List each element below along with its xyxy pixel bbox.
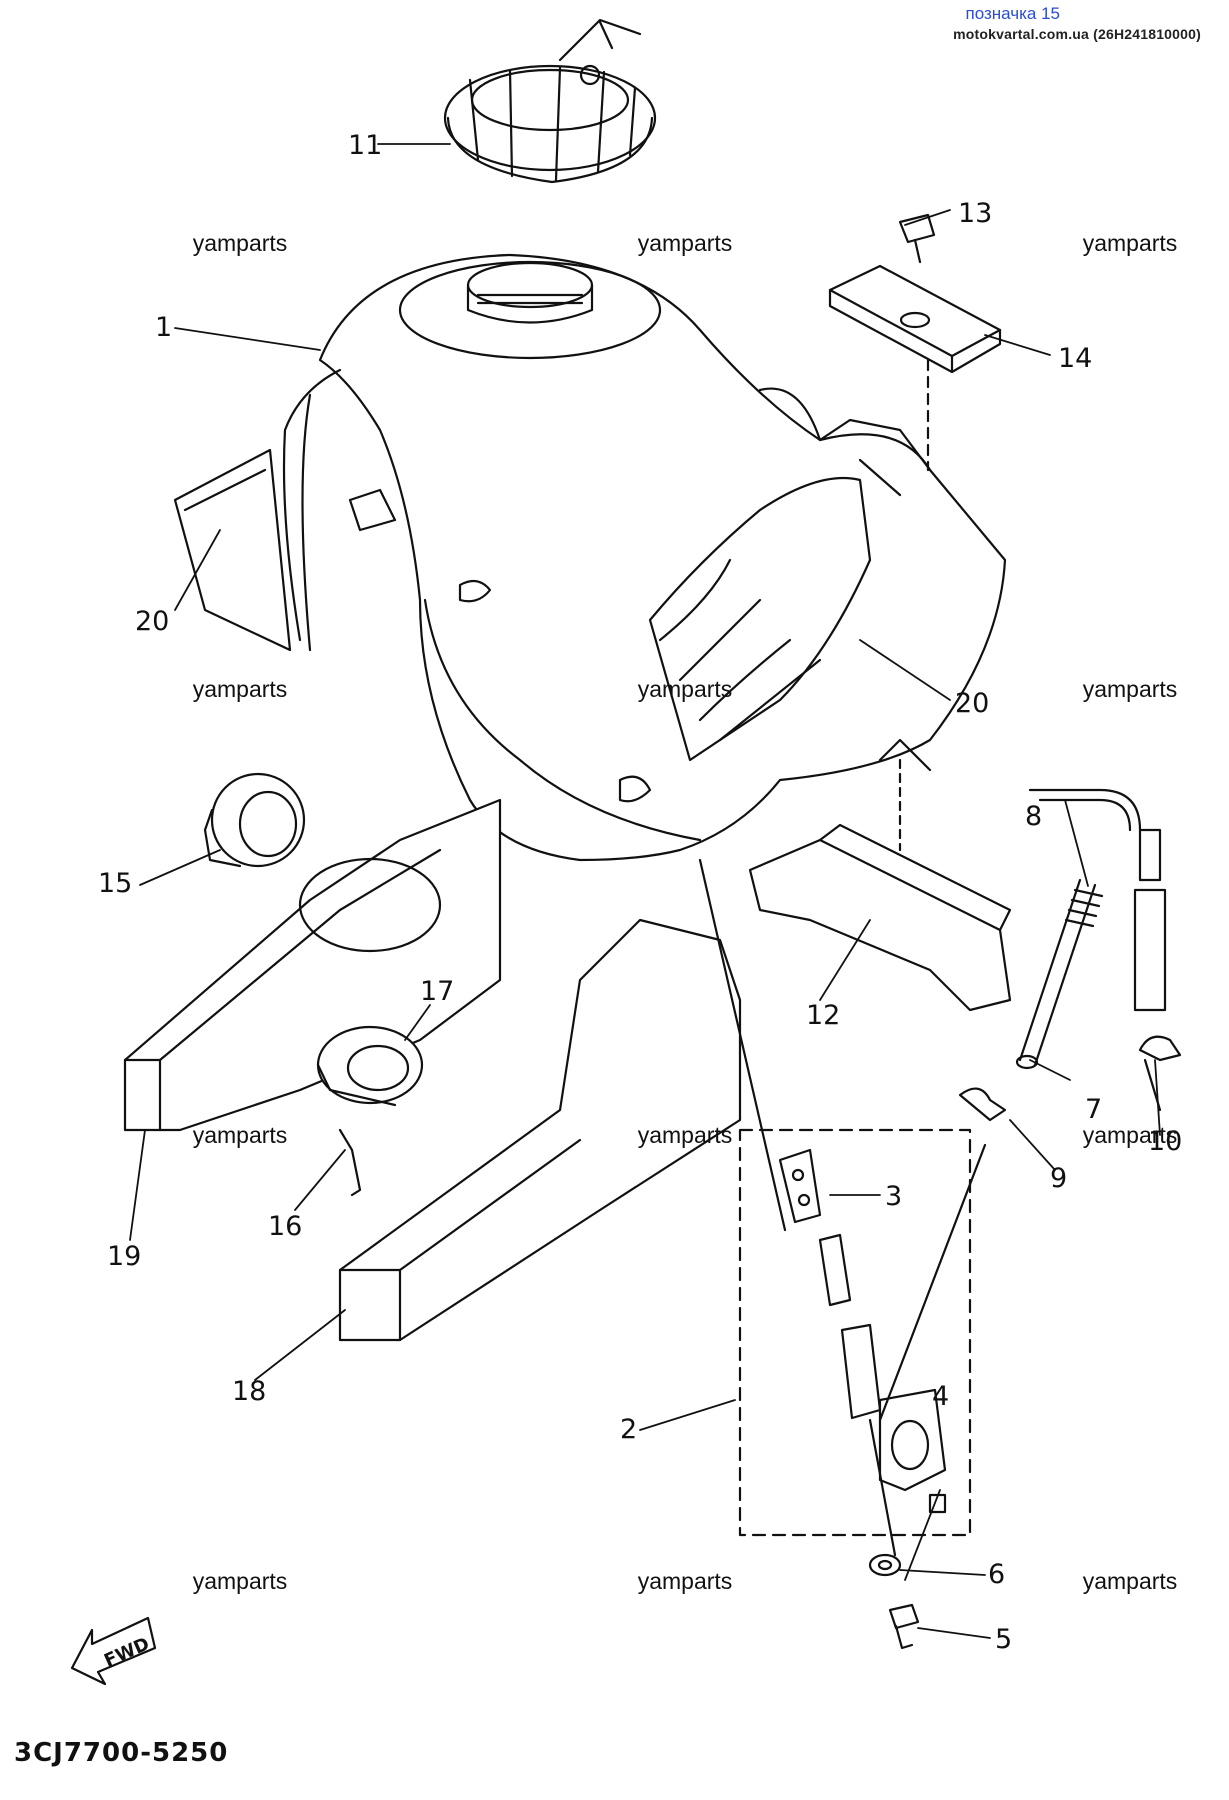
bolt-13-part xyxy=(898,213,936,264)
callout-8: 8 xyxy=(1025,801,1042,832)
fitting-10-part xyxy=(1133,828,1182,1112)
callout-2: 2 xyxy=(620,1414,637,1445)
callout-19: 19 xyxy=(107,1241,141,1272)
callout-1: 1 xyxy=(155,312,172,343)
callout-11: 11 xyxy=(348,130,382,161)
watermark: yamparts xyxy=(1082,1568,1178,1594)
watermark: yamparts xyxy=(1082,1122,1178,1148)
callout-3: 3 xyxy=(885,1181,902,1212)
watermark: yamparts xyxy=(1082,676,1178,702)
washer-6-part xyxy=(868,1553,902,1577)
watermark: yamparts xyxy=(1082,230,1178,256)
callout-14: 14 xyxy=(1058,343,1092,374)
callout-10: 10 xyxy=(1148,1126,1182,1157)
clip-9-part xyxy=(958,1087,1007,1122)
fuel-tank-part xyxy=(282,253,1007,862)
callout-5: 5 xyxy=(995,1624,1012,1655)
diagram-code: 3CJ7700-5250 xyxy=(14,1738,229,1768)
callout-7: 7 xyxy=(1085,1094,1102,1125)
bracket-14-part xyxy=(828,264,1002,472)
watermark: yamparts xyxy=(192,1122,288,1148)
watermark: yamparts xyxy=(637,676,733,702)
callout-4: 4 xyxy=(932,1381,949,1412)
header-site[interactable]: motokvartal.com.ua (26H241810000) xyxy=(953,26,1201,42)
fwd-arrow-icon xyxy=(70,1616,157,1686)
sticker-part xyxy=(173,448,292,652)
callout-6: 6 xyxy=(988,1559,1005,1590)
clip-16-part xyxy=(338,1128,362,1197)
callout-15: 15 xyxy=(98,868,132,899)
watermark: yamparts xyxy=(192,230,288,256)
callout-17: 17 xyxy=(420,976,454,1007)
fuel-cock-assembly-2 xyxy=(698,858,987,1557)
watermark: yamparts xyxy=(192,1568,288,1594)
watermark: yamparts xyxy=(637,1568,733,1594)
leader-lines xyxy=(129,143,1161,1639)
fuel-cap-part xyxy=(443,18,657,184)
callout-20-right: 20 xyxy=(955,688,989,719)
callout-16: 16 xyxy=(268,1211,302,1242)
callout-12: 12 xyxy=(806,1000,840,1031)
rear-bracket-12-part xyxy=(748,758,1012,1012)
damper-17-part xyxy=(316,1025,424,1107)
callout-13: 13 xyxy=(958,198,992,229)
grommet-15-part xyxy=(203,772,306,868)
side-bracket-19-part xyxy=(123,798,502,1132)
callout-20-left: 20 xyxy=(135,606,169,637)
watermark: yamparts xyxy=(192,676,288,702)
screw-5-part xyxy=(888,1603,920,1650)
callout-18: 18 xyxy=(232,1376,266,1407)
callout-9: 9 xyxy=(1050,1163,1067,1194)
header-label: позначка 15 xyxy=(965,4,1061,23)
watermark: yamparts xyxy=(637,230,733,256)
hose-sleeve-8-part xyxy=(1064,888,1104,928)
lower-bracket-18-part xyxy=(338,918,742,1342)
watermark: yamparts xyxy=(637,1122,733,1148)
